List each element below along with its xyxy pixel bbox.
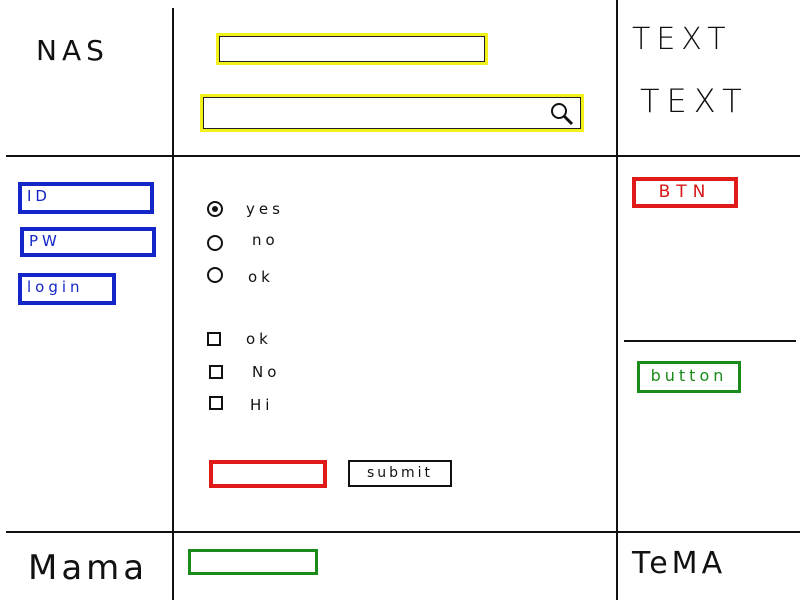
radio-label-no: no [252, 231, 279, 249]
header-text-1: TEXT [632, 22, 732, 57]
divider-horizontal-top [6, 155, 800, 157]
login-button[interactable]: login [18, 273, 116, 305]
divider-vertical-right [616, 0, 618, 600]
divider-horizontal-bottom [6, 531, 800, 533]
divider-right-panel [624, 340, 796, 342]
password-field[interactable]: PW [20, 227, 156, 257]
submit-button[interactable]: submit [348, 460, 452, 487]
header-text-2: TEXT [640, 82, 749, 120]
radio-label-ok: ok [248, 268, 274, 286]
footer-left-text: Mama [28, 548, 149, 588]
checkbox-label-no: No [252, 363, 281, 381]
radio-label-yes: yes [246, 200, 284, 218]
checkbox-label-ok: ok [246, 330, 272, 348]
footer-right-text: TeMA [632, 546, 727, 581]
radio-no[interactable] [207, 235, 223, 251]
checkbox-hi[interactable] [209, 396, 223, 410]
id-field[interactable]: ID [18, 182, 154, 214]
search-icon[interactable] [549, 101, 575, 127]
btn-button[interactable]: BTN [632, 177, 738, 208]
green-button[interactable]: button [637, 361, 741, 393]
checkbox-ok[interactable] [207, 332, 221, 346]
form-input[interactable] [209, 460, 327, 488]
checkbox-no[interactable] [209, 365, 223, 379]
divider-vertical-left [172, 8, 174, 600]
top-input[interactable] [216, 33, 488, 65]
radio-ok[interactable] [207, 267, 223, 283]
logo-text: NAS [36, 34, 109, 67]
checkbox-label-hi: Hi [250, 396, 274, 414]
footer-input[interactable] [188, 549, 318, 575]
search-input[interactable] [200, 94, 584, 132]
radio-yes[interactable] [207, 201, 223, 217]
